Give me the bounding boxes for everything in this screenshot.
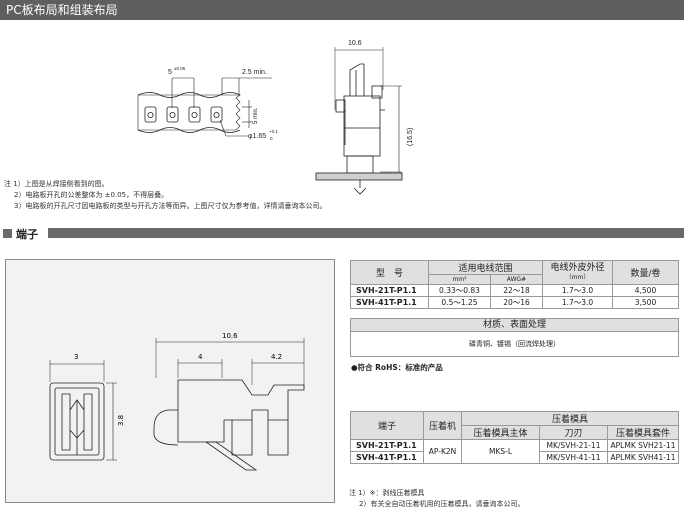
pitch-tol-label: ±0.05 bbox=[174, 66, 186, 71]
term-height-label: 3.8 bbox=[117, 415, 125, 426]
outer-dia-label: 电线外皮外径 bbox=[550, 262, 605, 273]
term-width-label: 3 bbox=[74, 353, 78, 361]
spec-model-cell: SVH-21T-P1.1 bbox=[350, 284, 429, 297]
tool-terminal-cell: SVH-41T-P1.1 bbox=[350, 451, 424, 464]
min-vert-label: 5 min. bbox=[253, 107, 259, 124]
spec-qty-cell: 3,500 bbox=[612, 296, 679, 309]
tool-header-terminal: 端子 bbox=[350, 411, 424, 440]
table-row: SVH-21T-P1.1 AP-K2N MKS-L MK/SVH-21-11 A… bbox=[350, 439, 679, 464]
spec-mm2-cell: 0.33～0.83 bbox=[428, 284, 491, 297]
tool-kit-cell: APLMK SVH41-11 bbox=[607, 451, 679, 464]
spec-awg-cell: 22～18 bbox=[490, 284, 543, 297]
section-divider bbox=[48, 228, 684, 238]
spec-header-outer-dia: 电线外皮外径 （mm） bbox=[542, 260, 613, 285]
spec-model-cell: SVH-41T-P1.1 bbox=[350, 296, 429, 309]
spec-mm2-cell: 0.5～1.25 bbox=[428, 296, 491, 309]
width-dim-label: 10.6 bbox=[348, 40, 362, 47]
rohs-note: ●符合 RoHS：标准的产品 bbox=[351, 363, 443, 372]
spec-qty-cell: 4,500 bbox=[612, 284, 679, 297]
tool-blade-cell: MK/SVH-41-11 bbox=[539, 451, 608, 464]
table-row: SVH-41T-P1.1 0.5～1.25 20～16 1.7～3.0 3,50… bbox=[350, 296, 679, 309]
section-marker-icon bbox=[3, 229, 12, 238]
pcb-note-2: 2）电路板开孔的公差整体为 ±0.05，不得层叠。 bbox=[14, 191, 169, 199]
tool-note-2: 2）有关全自动压着机用的压着模具，请垂询本公司。 bbox=[359, 500, 525, 508]
tool-header-kit: 压着模具套件 bbox=[607, 425, 679, 440]
tool-blade-cell: MK/SVH-21-11 bbox=[539, 439, 608, 452]
pcb-section-title: PC板布局和组装布局 bbox=[0, 0, 684, 20]
spec-dia-cell: 1.7～3.0 bbox=[542, 296, 613, 309]
pcb-layout-drawing bbox=[137, 77, 272, 137]
min-edge-label: 2.5 min. bbox=[242, 69, 267, 76]
hole-dia-label: φ1.65 bbox=[248, 133, 266, 140]
tool-note-1: 注 1）※：剥线压着模具 bbox=[349, 489, 425, 497]
tool-mold-main-cell: MKS-L bbox=[461, 439, 540, 464]
spec-header-awg: AWG# bbox=[490, 274, 543, 285]
spec-header-qty: 数量/卷 bbox=[612, 260, 679, 285]
tool-header-mold: 压着模具 bbox=[461, 411, 679, 426]
term-dim-a-label: 4 bbox=[198, 353, 203, 361]
material-value: 磷青铜、镀锡（回流焊处理） bbox=[469, 340, 560, 348]
tool-terminal-cell: SVH-21T-P1.1 bbox=[350, 439, 424, 452]
tool-header-crimper: 压着机 bbox=[423, 411, 462, 440]
term-dim-b-label: 4.2 bbox=[271, 353, 282, 361]
hole-tol-upper: +0.1 bbox=[269, 129, 278, 134]
material-box: 材质、表面处理 磷青铜、镀锡（回流焊处理） bbox=[350, 318, 679, 357]
term-length-label: 10.6 bbox=[222, 332, 238, 340]
pcb-notes: 注 1）上图是从焊接侧看到的图。 2）电路板开孔的公差整体为 ±0.05，不得层… bbox=[4, 179, 326, 212]
tool-header-blade: 刀刃 bbox=[539, 425, 608, 440]
spec-header-mm2: mm² bbox=[428, 274, 491, 285]
pitch-dim-label: 5 bbox=[168, 69, 172, 76]
tool-kit-cell: APLMK SVH21-11 bbox=[607, 439, 679, 452]
spec-dia-cell: 1.7～3.0 bbox=[542, 284, 613, 297]
tool-notes: 注 1）※：剥线压着模具 2）有关全自动压着机用的压着模具，请垂询本公司。 bbox=[349, 488, 524, 510]
tool-table: 端子 压着机 压着模具 压着模具主体 刀刃 压着模具套件 SVH-21T-P1.… bbox=[350, 411, 679, 464]
table-row: SVH-41T-P1.1 MK/SVH-41-11 APLMK SVH41-11 bbox=[350, 451, 679, 464]
terminal-drawing: 3 3.8 10.6 4 4.2 bbox=[49, 332, 305, 471]
spec-header-wire-range: 适用电线范围 bbox=[428, 260, 543, 275]
terminal-section-title: 端子 bbox=[16, 228, 38, 241]
terminal-section-header: 端子 bbox=[0, 227, 684, 241]
pcb-holes bbox=[144, 106, 223, 123]
material-header: 材质、表面处理 bbox=[351, 319, 678, 332]
spec-header-model: 型 号 bbox=[350, 260, 429, 285]
height-dim-label: (16.5) bbox=[407, 128, 414, 146]
table-row: SVH-21T-P1.1 0.33～0.83 22～18 1.7～3.0 4,5… bbox=[350, 284, 679, 297]
outer-dia-unit: （mm） bbox=[565, 273, 590, 281]
pcb-note-3: 3）电路板的开孔尺寸因电路板的类型与开孔方法等而异。上图尺寸仅为参考值，详情请垂… bbox=[14, 202, 327, 210]
terminal-drawing-panel: 3 3.8 10.6 4 4.2 bbox=[5, 259, 335, 503]
spec-table: 型 号 适用电线范围 电线外皮外径 （mm） 数量/卷 mm² AWG# SVH… bbox=[350, 260, 679, 309]
assembly-side-view bbox=[315, 47, 403, 195]
hole-tol-lower: 0 bbox=[270, 136, 273, 141]
tool-crimper-cell: AP-K2N bbox=[423, 439, 462, 464]
spec-awg-cell: 20～16 bbox=[490, 296, 543, 309]
pcb-note-1: 注 1）上图是从焊接侧看到的图。 bbox=[4, 180, 109, 188]
tool-header-mold-main: 压着模具主体 bbox=[461, 425, 540, 440]
